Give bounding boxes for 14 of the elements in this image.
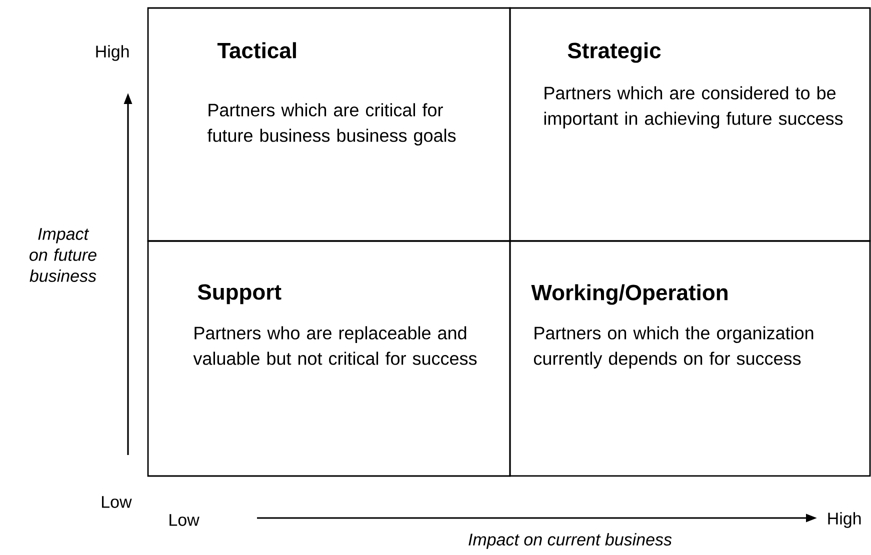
axis-end-label: High [96,45,129,61]
axis-end-label: Low [170,514,200,526]
axis-end-label: High [828,512,861,528]
quadrant-description: Partners which are considered to be important in achieving future success [544,86,843,128]
quadrant-heading: Support [198,284,282,304]
quadrant-description: Partners who are replaceable and valuable but not critical for success [193,326,477,365]
axis-end-label: Low [102,496,132,508]
quadrant-heading: Strategic [568,42,661,63]
quadrant-heading: Working/Operation [531,284,728,305]
quadrant-description: Partners which are critical for future business business goals [207,103,456,146]
axis-title: Impact on current business [468,533,672,549]
axis-title: Impact on future business [30,228,96,282]
quadrant-heading: Tactical [217,42,296,58]
quadrant-description: Partners on which the organization currently depends on for success [534,326,814,368]
